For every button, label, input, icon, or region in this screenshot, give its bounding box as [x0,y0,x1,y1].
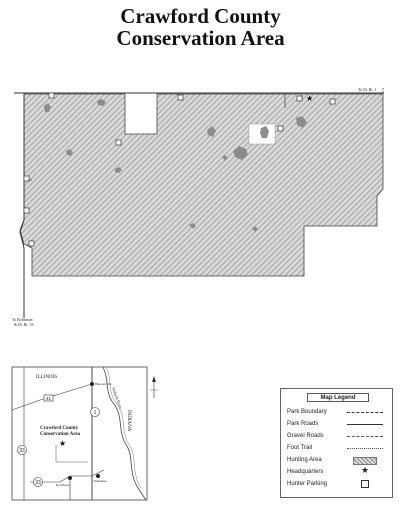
hunting-area-symbol-icon [353,457,377,465]
label-palestine: Palestine [94,479,107,483]
route-shield-icon [33,477,43,487]
route-shield-icon [17,445,27,455]
map-legend: Map Legend Park Boundary Park Roads Grav… [280,388,393,498]
pond [115,167,122,173]
park-boundary-symbol-icon [347,412,383,413]
hunter-parking-symbol-icon [361,480,369,488]
legend-label: Headquarters [287,469,324,475]
foot-trail-symbol-icon [347,448,383,449]
hunter-parking [277,125,284,132]
route-1-label: 1 [94,410,97,416]
page-title-line-2: Conservation Area [116,26,285,50]
hunter-parking [23,175,30,182]
legend-label: Park Roads [287,421,319,427]
town-dot [68,476,72,480]
legend-row-park-boundary: Park Boundary [287,407,391,417]
hunter-parking [296,95,303,102]
legend-row-park-roads: Park Roads [287,419,391,429]
hunting-area [19,93,384,277]
legend-label: Hunter Parking [287,481,328,487]
locator-map-frame [11,366,148,501]
park-road-west [19,94,25,318]
route-shield-icon [90,407,100,417]
pond [222,155,228,161]
route-33-west-label: 33 [19,448,25,454]
legend-row-hunting-area: Hunting Area [287,455,391,465]
page-title-line-1: Crawford County [120,4,281,28]
headquarters-star-icon: ★ [361,466,370,476]
pond [44,103,51,112]
legend-row-foot-trail: Foot Trail [287,443,391,453]
legend-label: Gravel Roads [287,433,324,439]
label-robinson: Robinson [56,483,70,487]
hunter-parking [115,139,122,146]
legend-row-hunter-parking: Hunter Parking [287,479,391,489]
pond [296,116,307,128]
park-road-symbol-icon [347,424,383,425]
pond [233,146,248,160]
locator-conservation-outline [55,445,88,463]
legend-row-gravel-roads: Gravel Roads [287,431,391,441]
hunter-parking [329,98,336,105]
hunter-parking [48,92,55,99]
hunter-parking [28,240,35,247]
pond [97,99,106,106]
pond [260,126,269,138]
label-indiana: INDIANA [126,410,131,432]
pond [66,149,73,156]
legend-row-headquarters: Headquarters ★ [287,466,391,477]
hunter-parking [23,207,30,214]
pond [252,226,258,232]
label-conservation-area-2: Conservation Area [40,432,81,437]
label-to-route-1: To Ill. Rt. 1 [358,87,377,92]
headquarters-star-icon: ★ [306,94,313,103]
legend-label: Park Boundary [287,409,327,415]
label-conservation-area-1: Crawford County [40,426,79,431]
river-bank [105,366,142,489]
pond [189,223,196,229]
pond [207,126,216,137]
route-33-south-label: 33 [35,480,41,486]
locator-road-diag [11,383,93,411]
town-dot [90,382,94,386]
label-hutsonville: Hutsonville [95,382,112,386]
label-illinois: ILLINOIS [36,375,57,380]
legend-label: Foot Trail [287,445,313,451]
label-to-robinson: To Robinson [12,317,33,322]
route-shield-icon [43,394,54,402]
legend-label: Hunting Area [287,457,322,463]
conservation-area-star-icon: ★ [59,439,66,448]
hunter-parking [177,94,184,101]
wabash-river [102,366,147,501]
north-arrow-icon [150,376,158,398]
town-dot [96,474,100,478]
gravel-road-symbol-icon [347,436,383,437]
label-route-33: & Ill. Rt. 33 [14,322,33,327]
route-41-label: 41 [46,396,52,401]
legend-title: Map Legend [307,393,369,402]
